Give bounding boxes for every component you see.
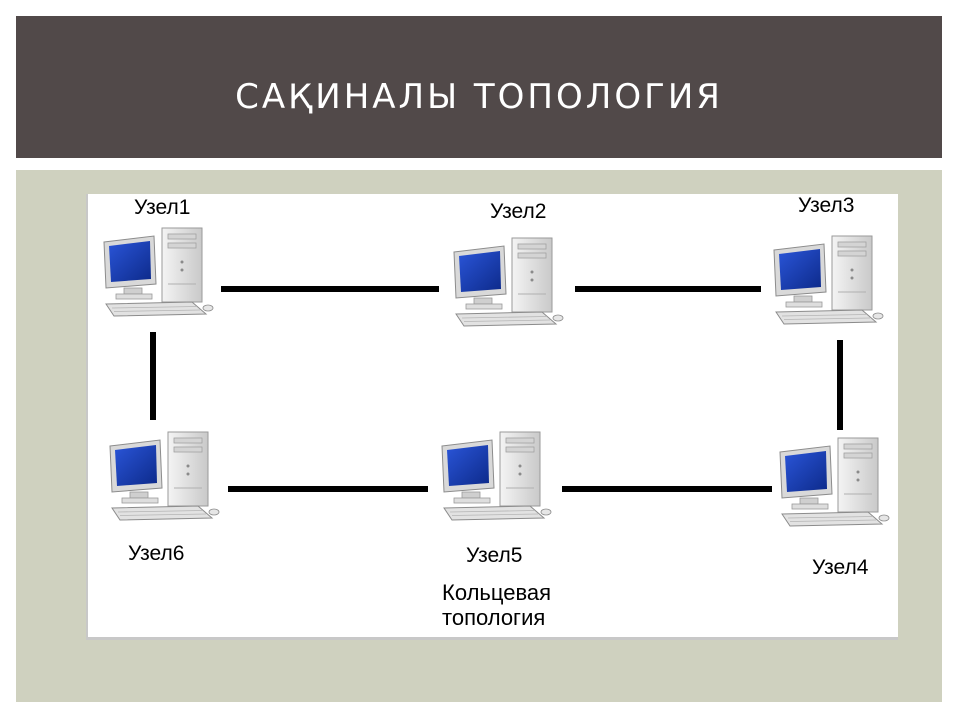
node-1-label: Узел1 xyxy=(134,196,191,219)
node-5-computer xyxy=(434,428,554,524)
node-4-label: Узел4 xyxy=(812,556,869,579)
diagram-caption: Кольцевая топология xyxy=(442,580,551,630)
node-6-computer xyxy=(102,428,222,524)
link-node6-node1 xyxy=(150,332,156,420)
desktop-computer-icon xyxy=(772,434,892,530)
node-5-label: Узел5 xyxy=(466,544,523,567)
desktop-computer-icon xyxy=(102,428,222,524)
desktop-computer-icon xyxy=(96,224,216,320)
desktop-computer-icon xyxy=(766,232,886,328)
link-node4-node5 xyxy=(562,486,772,492)
desktop-computer-icon xyxy=(434,428,554,524)
node-3-label: Узел3 xyxy=(798,194,855,217)
link-node3-node4 xyxy=(837,340,843,430)
link-node5-node6 xyxy=(228,486,428,492)
ring-topology-diagram: Узел1 Узел2 Узел3 Узел4 Узел5 Узел6 Коль… xyxy=(86,194,898,640)
title-bar: САҚИНАЛЫ ТОПОЛОГИЯ xyxy=(16,16,942,158)
node-1-computer xyxy=(96,224,216,320)
caption-line-2: топология xyxy=(442,605,546,630)
caption-line-1: Кольцевая xyxy=(442,580,552,605)
node-4-computer xyxy=(772,434,892,530)
link-node2-node3 xyxy=(575,286,761,292)
node-2-computer xyxy=(446,234,566,330)
node-3-computer xyxy=(766,232,886,328)
slide-title: САҚИНАЛЫ ТОПОЛОГИЯ xyxy=(235,77,723,117)
node-2-label: Узел2 xyxy=(490,200,547,223)
node-6-label: Узел6 xyxy=(128,542,185,565)
desktop-computer-icon xyxy=(446,234,566,330)
link-node1-node2 xyxy=(221,286,439,292)
